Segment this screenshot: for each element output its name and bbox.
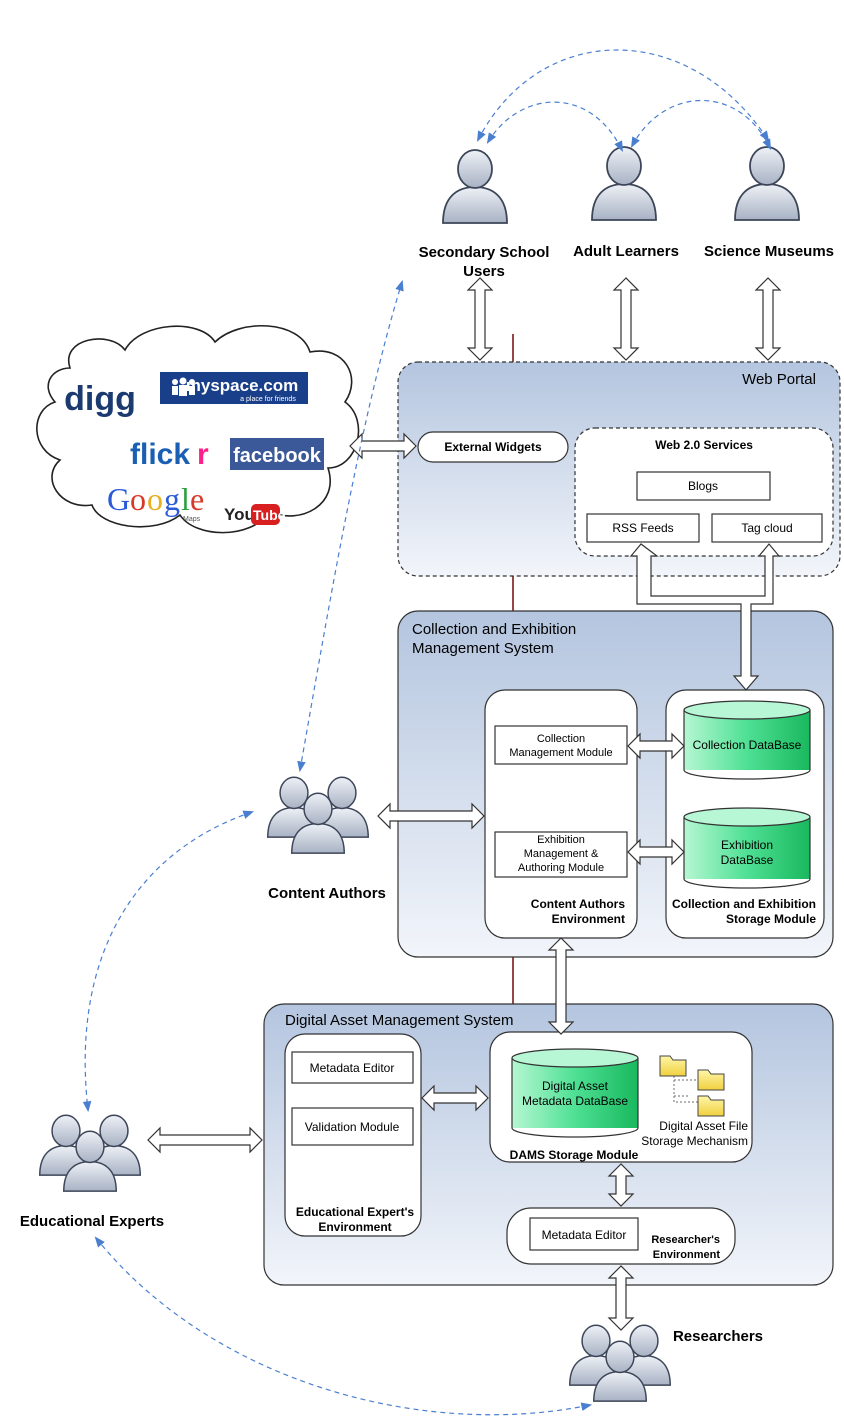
- file-storage-label: Digital Asset File: [659, 1119, 748, 1133]
- svg-text:Exhibition: Exhibition: [537, 834, 585, 846]
- svg-text:a place for friends: a place for friends: [240, 396, 296, 403]
- svg-text:Metadata DataBase: Metadata DataBase: [522, 1094, 628, 1108]
- svg-text:Environment: Environment: [653, 1249, 721, 1261]
- expert-env-label: Educational Expert's: [296, 1205, 415, 1219]
- svg-text:Maps: Maps: [183, 516, 201, 523]
- svg-text:g: g: [164, 481, 180, 517]
- svg-text:o: o: [147, 481, 163, 517]
- svg-text:Authoring Module: Authoring Module: [518, 862, 604, 874]
- adult-learners: Adult Learners: [573, 146, 679, 260]
- content-authors-label: Content Authors: [268, 885, 386, 902]
- web20-services-title: Web 2.0 Services: [655, 438, 753, 452]
- social-networks-cloud: digg myspace.com a place for friends fli…: [36, 325, 360, 534]
- myspace-people-icon: [172, 377, 195, 396]
- cems-storage-label: Collection and Exhibition: [672, 897, 816, 911]
- collection-module-box: [494, 725, 628, 765]
- svg-text:l: l: [181, 481, 190, 517]
- flickr-logo: flick r: [130, 438, 209, 471]
- collection-database: Collection DataBase: [683, 700, 811, 780]
- svg-text:Exhibition: Exhibition: [721, 838, 773, 852]
- science-museums-label: Science Museums: [704, 243, 834, 260]
- svg-text:G: G: [107, 481, 130, 517]
- svg-text:r: r: [197, 438, 209, 471]
- digg-logo: [68, 378, 132, 416]
- svg-text:Environment: Environment: [552, 912, 625, 926]
- secondary-users-label-2: Users: [463, 263, 505, 280]
- external-widgets-label: External Widgets: [444, 440, 542, 454]
- secondary-users-label: Secondary School: [419, 244, 550, 261]
- science-museums: Science Museums: [704, 146, 834, 260]
- block-arrows: [147, 277, 782, 1331]
- svg-text:Environment: Environment: [318, 1220, 391, 1234]
- svg-text:DataBase: DataBase: [721, 853, 774, 867]
- external-widgets-box: [417, 431, 569, 463]
- svg-text:facebook: facebook: [233, 445, 322, 467]
- cems-title: Collection and Exhibition: [412, 621, 576, 638]
- authors-env-label: Content Authors: [531, 897, 626, 911]
- exhibition-database: Exhibition DataBase: [683, 807, 811, 889]
- svg-text:You: You: [224, 505, 255, 524]
- svg-text:digg: digg: [64, 380, 136, 418]
- cems-title-2: Management System: [412, 640, 554, 657]
- svg-text:Management &: Management &: [524, 848, 599, 860]
- researcher-env-label: Researcher's: [651, 1234, 720, 1246]
- svg-text:Collection DataBase: Collection DataBase: [693, 738, 802, 752]
- researchers: Researchers: [570, 1325, 763, 1401]
- svg-text:Tube: Tube: [253, 507, 286, 523]
- blogs-box: [636, 471, 771, 501]
- content-authors: Content Authors: [268, 777, 386, 902]
- metadata-database: Digital Asset Metadata DataBase: [511, 1048, 639, 1138]
- svg-text:e: e: [190, 481, 204, 517]
- svg-text:Storage Module: Storage Module: [726, 912, 816, 926]
- researchers-label: Researchers: [673, 1328, 763, 1345]
- educational-experts-label: Educational Experts: [20, 1213, 164, 1230]
- dams-storage-label: DAMS Storage Module: [510, 1148, 639, 1162]
- svg-text:Storage Mechanism: Storage Mechanism: [641, 1134, 748, 1148]
- long-dashed-connections: [82, 279, 593, 1416]
- youtube-logo: You Tube: [224, 504, 286, 525]
- adult-learners-label: Adult Learners: [573, 243, 679, 260]
- validation-module-box: [291, 1107, 414, 1146]
- secondary-school-users: Secondary School Users: [419, 149, 550, 280]
- dams-title: Digital Asset Management System: [285, 1012, 513, 1029]
- svg-text:o: o: [130, 481, 146, 517]
- tag-cloud-box: [711, 513, 823, 543]
- svg-text:Metadata Editor: Metadata Editor: [542, 1228, 627, 1242]
- metadata-editor-box: [291, 1051, 414, 1084]
- educational-experts: Educational Experts: [20, 1115, 164, 1230]
- svg-text:flick: flick: [130, 438, 190, 471]
- tag-cloud-label: Tag cloud: [741, 521, 792, 535]
- web-portal-title: Web Portal: [742, 371, 816, 388]
- dams-panel: Digital Asset Management System Metadata…: [263, 1003, 834, 1286]
- svg-text:Management Module: Management Module: [509, 747, 612, 759]
- svg-text:Collection: Collection: [537, 733, 585, 745]
- cems-panel: Collection and Exhibition Management Sys…: [397, 610, 834, 958]
- google-maps-logo: G o o g l e Maps: [107, 481, 204, 523]
- exhibition-module-box: [494, 831, 628, 878]
- blogs-label: Blogs: [688, 479, 718, 493]
- svg-text:myspace.com: myspace.com: [186, 376, 298, 395]
- rss-feeds-box: [586, 513, 700, 543]
- svg-text:Validation Module: Validation Module: [305, 1120, 400, 1134]
- svg-text:Digital Asset: Digital Asset: [542, 1079, 609, 1093]
- user-dashed-arcs: [477, 49, 771, 152]
- rss-feeds-label: RSS Feeds: [612, 521, 673, 535]
- file-storage-folders-icon: [659, 1055, 725, 1117]
- web-portal-panel: Web Portal External Widgets Web 2.0 Serv…: [397, 361, 841, 577]
- svg-text:Metadata Editor: Metadata Editor: [310, 1061, 395, 1075]
